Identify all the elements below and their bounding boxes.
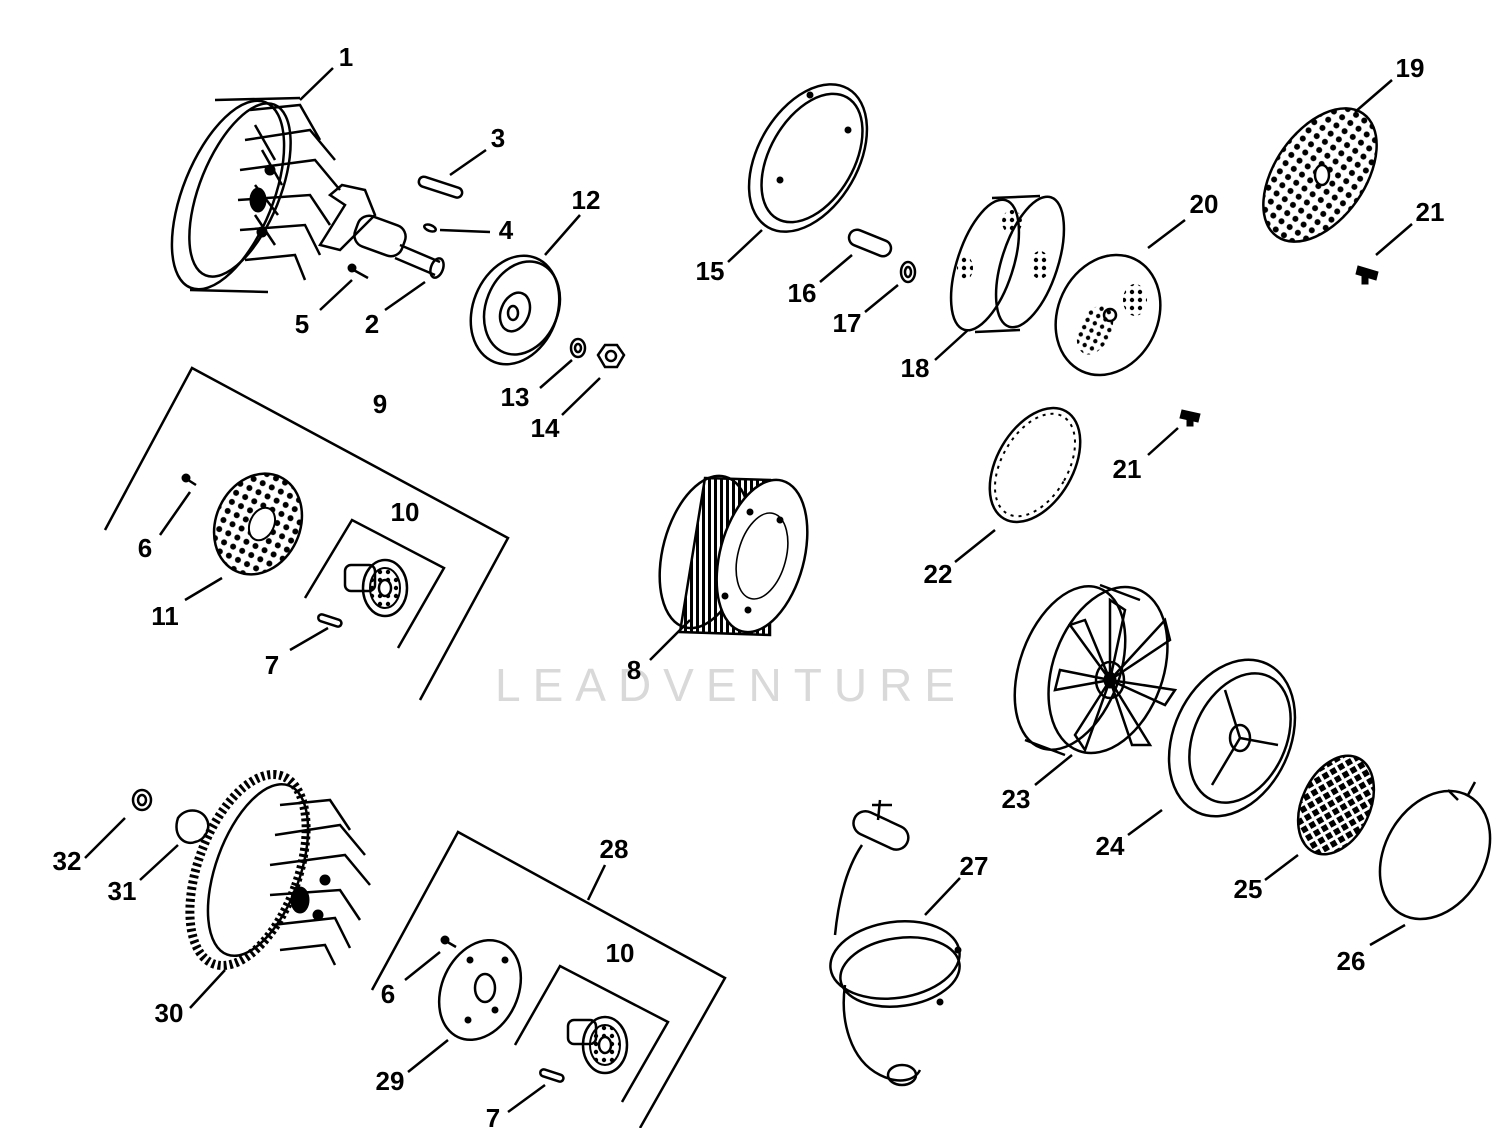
part-label-21-upper: 21 bbox=[1415, 197, 1445, 227]
watermark-text: LEADVENTURE bbox=[495, 659, 967, 711]
part-label-22: 22 bbox=[923, 559, 953, 589]
part-label-2: 2 bbox=[364, 309, 380, 339]
perforated-plate-part-19 bbox=[1262, 107, 1378, 243]
part-label-10-upper: 10 bbox=[390, 497, 420, 527]
washer-part-13 bbox=[569, 337, 587, 359]
assembly-bracket-part-28 bbox=[370, 830, 727, 1128]
washer-part-17 bbox=[899, 260, 917, 284]
part-label-27: 27 bbox=[959, 851, 989, 881]
screw-part-6-upper bbox=[181, 473, 197, 487]
part-label-4: 4 bbox=[498, 215, 514, 245]
assembly-bracket-part-10-upper bbox=[303, 518, 446, 649]
part-label-23: 23 bbox=[1001, 784, 1031, 814]
part-label-1: 1 bbox=[338, 42, 354, 72]
bearing-part-10-upper bbox=[343, 558, 409, 618]
ring-gasket-part-15 bbox=[747, 83, 869, 233]
part-label-30: 30 bbox=[154, 998, 184, 1028]
screw-part-5 bbox=[347, 263, 369, 280]
part-label-31: 31 bbox=[107, 876, 137, 906]
toothed-drum-part-8 bbox=[658, 474, 809, 637]
part-label-8: 8 bbox=[626, 655, 642, 685]
part-label-7-lower: 7 bbox=[485, 1103, 501, 1133]
part-label-10-lower: 10 bbox=[605, 938, 635, 968]
part-label-9: 9 bbox=[372, 389, 388, 419]
part-label-16: 16 bbox=[787, 278, 817, 308]
small-pin-part-4 bbox=[423, 223, 437, 233]
part-label-3: 3 bbox=[490, 123, 506, 153]
starter-cup-part-24 bbox=[1167, 658, 1297, 818]
leader-lines bbox=[84, 67, 1413, 1114]
pulley-part-12 bbox=[469, 254, 562, 366]
perforated-cover-part-20 bbox=[1054, 253, 1162, 377]
part-label-15: 15 bbox=[695, 256, 725, 286]
plate-part-29 bbox=[437, 938, 523, 1042]
retaining-ring-part-26 bbox=[1378, 781, 1492, 921]
screen-cylinder-part-18 bbox=[949, 194, 1066, 334]
part-label-5: 5 bbox=[294, 309, 310, 339]
pin-part-7-lower bbox=[539, 1068, 565, 1083]
pin-part-7-upper bbox=[317, 613, 343, 628]
part-label-32: 32 bbox=[52, 846, 82, 876]
part-label-28: 28 bbox=[599, 834, 629, 864]
flywheel-ring-gear-part-30 bbox=[185, 769, 371, 971]
part-label-14: 14 bbox=[530, 413, 560, 443]
part-label-21-lower: 21 bbox=[1112, 454, 1142, 484]
part-label-20: 20 bbox=[1189, 189, 1219, 219]
tube-part-16 bbox=[847, 228, 893, 258]
part-label-13: 13 bbox=[500, 382, 530, 412]
pin-part-3 bbox=[417, 175, 464, 199]
screw-part-21-upper bbox=[1355, 265, 1379, 285]
starter-rope-part-27 bbox=[829, 799, 962, 1087]
flywheel-part-1 bbox=[170, 96, 341, 294]
part-label-12: 12 bbox=[571, 185, 601, 215]
gasket-part-31 bbox=[175, 809, 210, 845]
screw-part-21-lower bbox=[1179, 409, 1201, 427]
fan-housing-part-23 bbox=[1013, 583, 1178, 757]
part-label-6-upper: 6 bbox=[137, 533, 153, 563]
part-label-25: 25 bbox=[1233, 874, 1263, 904]
part-label-11: 11 bbox=[151, 601, 179, 631]
small-ring-part-32 bbox=[131, 788, 153, 812]
assembly-bracket-part-9 bbox=[103, 366, 510, 701]
assembly-bracket-part-10-lower bbox=[513, 964, 670, 1103]
part-label-26: 26 bbox=[1336, 946, 1366, 976]
perforated-disc-part-11 bbox=[212, 472, 304, 576]
part-label-19: 19 bbox=[1395, 53, 1425, 83]
mesh-screen-part-25 bbox=[1296, 754, 1376, 856]
bearing-part-10-lower bbox=[566, 1015, 629, 1075]
part-label-17: 17 bbox=[832, 308, 862, 338]
part-label-24: 24 bbox=[1095, 831, 1125, 861]
part-label-7-upper: 7 bbox=[264, 650, 280, 680]
part-label-18: 18 bbox=[900, 353, 930, 383]
shaft-part-2 bbox=[318, 183, 445, 279]
part-label-6-lower: 6 bbox=[380, 979, 396, 1009]
gasket-ring-part-22 bbox=[988, 406, 1082, 524]
nut-part-14 bbox=[596, 343, 626, 369]
screw-part-6-lower bbox=[440, 935, 457, 949]
part-label-29: 29 bbox=[375, 1066, 405, 1096]
